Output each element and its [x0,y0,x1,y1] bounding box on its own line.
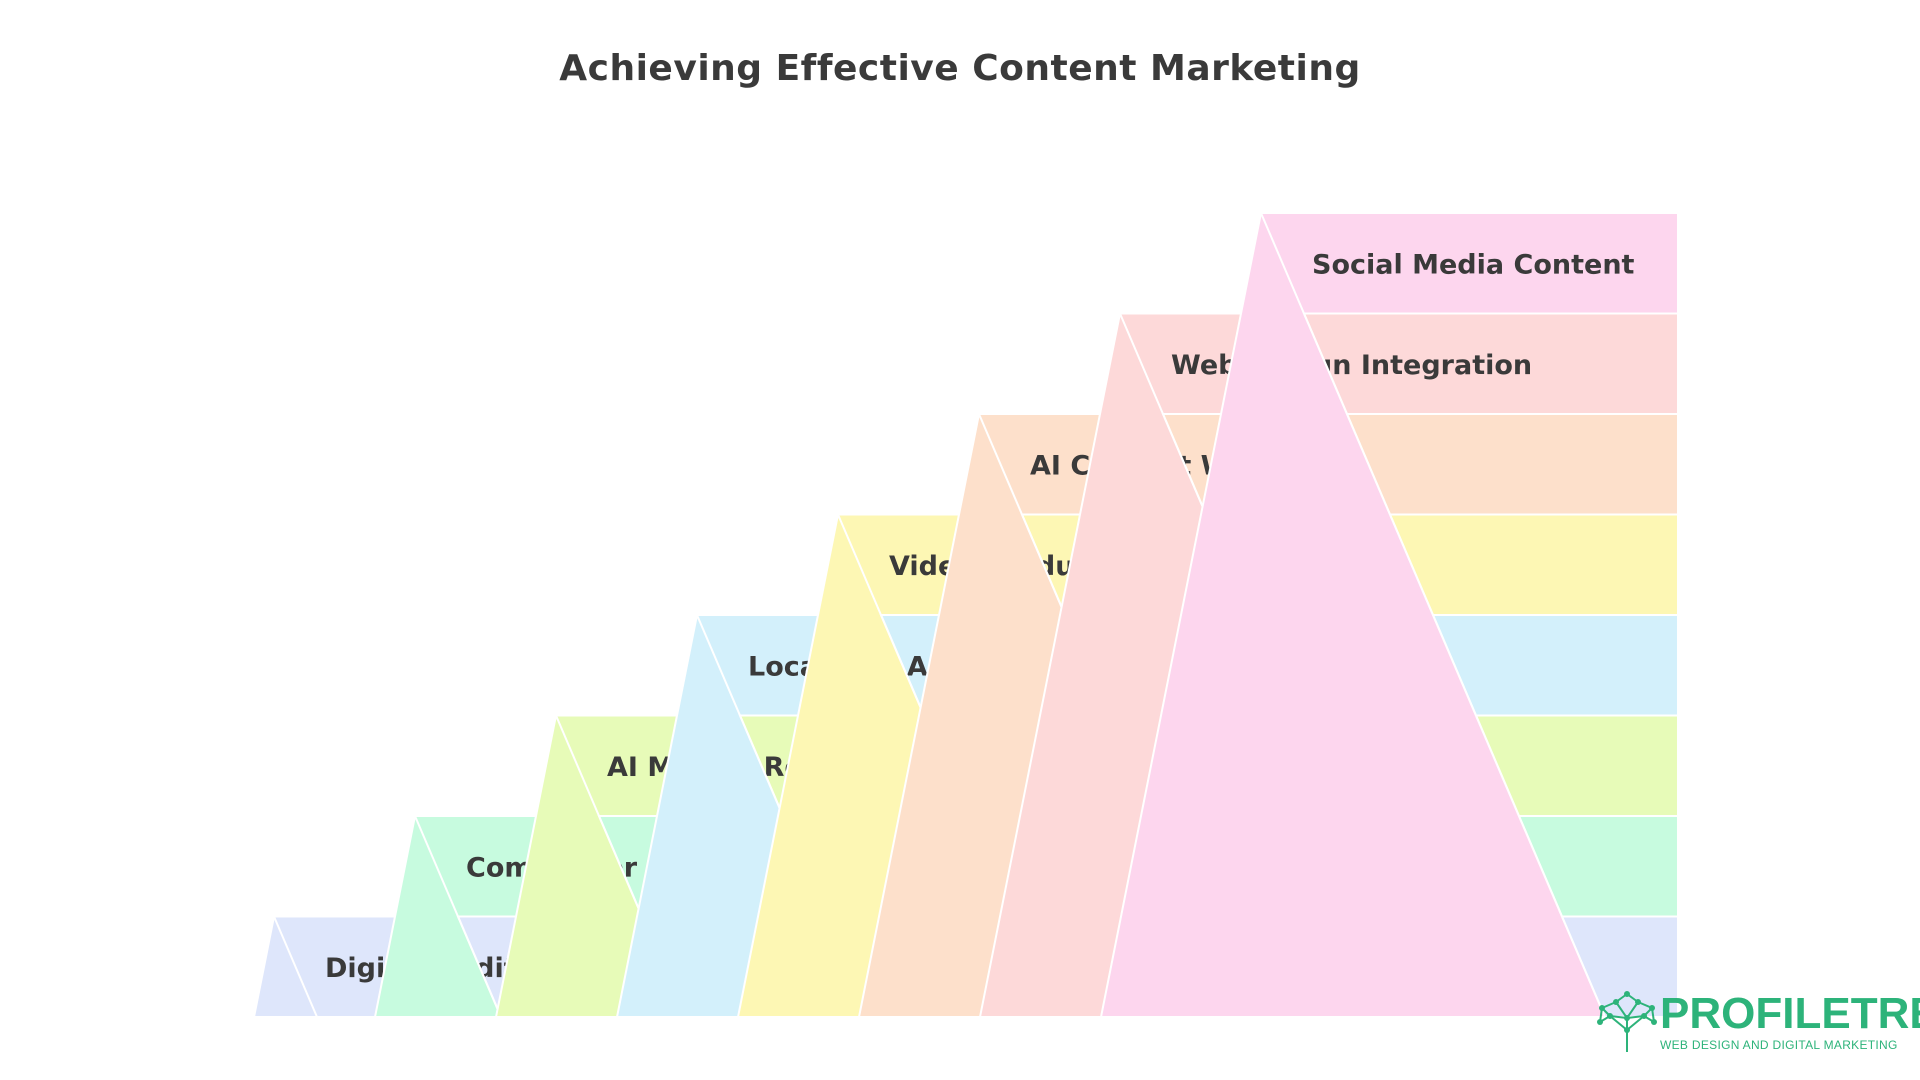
logo-word-profile: PROFILE [1660,989,1851,1038]
tier-label: Web Design Integration [1171,350,1532,381]
tier-slant-line [1260,212,1606,1018]
tier-slant-line [414,815,502,1018]
logo-wordmark: PROFILETREE [1660,988,1920,1040]
tier-slant-line [273,916,318,1018]
tier-1: Social Media Content [1099,212,1679,1018]
profiletree-logo: PROFILETREE WEB DESIGN AND DIGITAL MARKE… [1596,988,1920,1058]
logo-word-tree: TREE [1850,989,1920,1038]
logo-tagline: WEB DESIGN AND DIGITAL MARKETING [1660,1038,1898,1052]
diagram-title: Achieving Effective Content Marketing [559,48,1361,89]
tree-network-icon [1597,991,1657,1052]
tier-label: Social Media Content [1312,249,1635,280]
